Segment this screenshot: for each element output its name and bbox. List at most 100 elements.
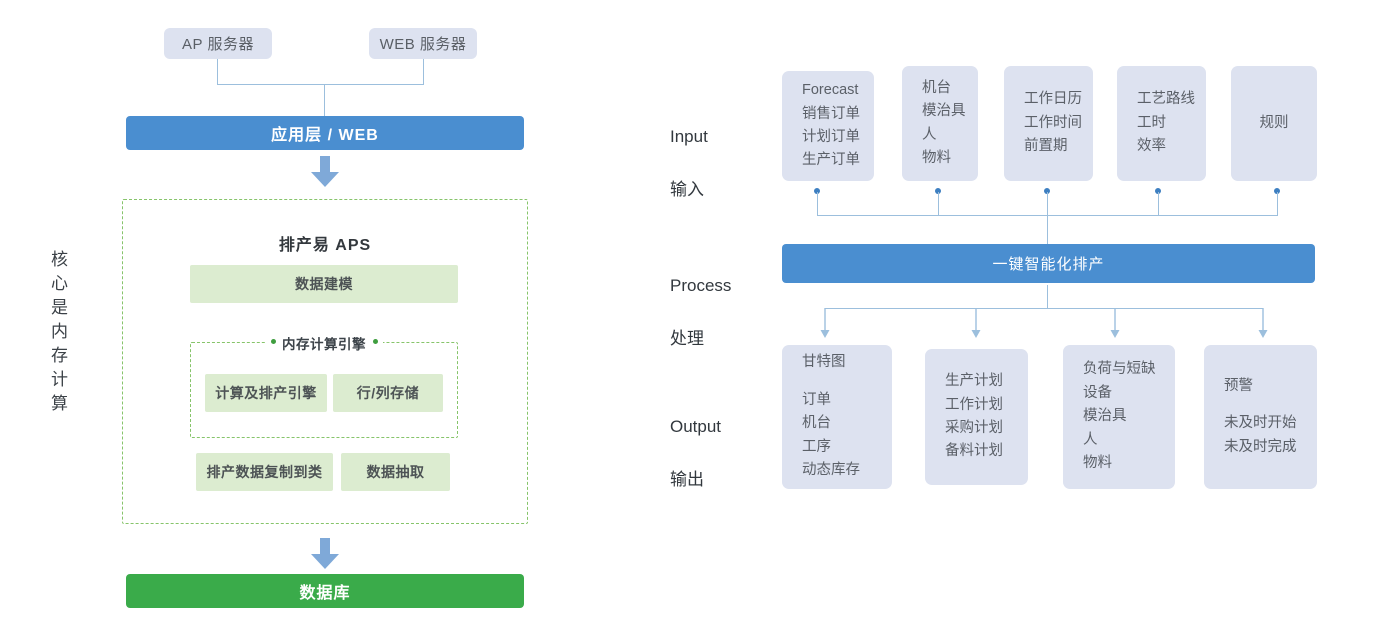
output-box-load-line-1: 设备 [1083,384,1112,401]
output-connector-bus [825,308,1263,309]
output-box-load[interactable]: 负荷与短缺 设备 模治具 人 物料 [1063,345,1175,489]
output-box-alerts-spacer [1224,398,1317,412]
output-arrow-2 [970,308,982,340]
input-connector-dot-5 [1274,188,1280,194]
database-label: 数据库 [299,585,351,602]
input-box-routing-line-2: 效率 [1137,138,1166,155]
aps-box-replicate[interactable]: 排产数据复制到类 [196,453,333,491]
row-label-process-zh: 处理 [670,329,704,349]
output-box-load-line-4: 物料 [1083,455,1112,472]
input-box-calendar[interactable]: 工作日历 工作时间 前置期 [1004,66,1093,181]
memory-engine-title-mask [265,334,383,350]
process-bar[interactable]: 一键智能化排产 [782,244,1315,283]
row-label-output-zh: 输出 [670,470,704,490]
process-bar-label: 一键智能化排产 [992,256,1105,273]
memory-engine-title: 内存计算引擎 [282,337,366,352]
server-box-ap-label: AP 服务器 [182,36,254,53]
input-connector-dot-1 [814,188,820,194]
output-box-plans[interactable]: 生产计划 工作计划 采购计划 备料计划 [925,349,1028,485]
arrow-down-icon-to-aps [310,156,340,188]
left-vertical-caption: 核心是内存计算 [48,250,67,418]
row-label-output: Output 输出 [670,388,721,520]
connector-ap-vertical [217,59,218,84]
input-connector-dot-3 [1044,188,1050,194]
input-connector-dot-4 [1155,188,1161,194]
input-connector-dot-2 [935,188,941,194]
app-layer-bar[interactable]: 应用层 / WEB [126,116,524,150]
server-box-ap[interactable]: AP 服务器 [164,28,272,59]
input-box-resources-line-0: 机台 [922,79,951,96]
output-arrow-1 [819,308,831,340]
output-box-alerts-line-2: 未及时开始 [1224,415,1297,432]
input-box-orders-line-1: 销售订单 [802,105,860,122]
output-box-load-line-3: 人 [1083,431,1098,448]
server-box-web-label: WEB 服务器 [379,36,467,53]
input-box-resources-line-3: 物料 [922,149,951,166]
output-arrow-4 [1257,308,1269,340]
memory-engine-dot-left [271,339,276,344]
input-box-resources-line-1: 模治具 [922,103,966,120]
output-box-alerts-line-3: 未及时完成 [1224,438,1297,455]
output-box-plans-line-3: 备料计划 [945,443,1003,460]
output-box-plans-line-2: 采购计划 [945,420,1003,436]
input-box-calendar-line-2: 前置期 [1024,138,1068,155]
output-box-plans-line-0: 生产计划 [945,373,1003,390]
input-box-orders[interactable]: Forecast 销售订单 计划订单 生产订单 [782,71,874,181]
output-box-alerts-line-0: 预警 [1224,377,1253,394]
engine-box-storage[interactable]: 行/列存储 [333,374,443,412]
input-box-calendar-line-1: 工作时间 [1024,114,1082,131]
input-box-orders-line-2: 计划订单 [802,129,860,145]
aps-container [122,199,528,524]
aps-data-modeling-label: 数据建模 [295,276,353,292]
engine-box-compute-label: 计算及排产引擎 [215,385,317,401]
row-label-process-en: Process [670,276,732,296]
input-connector-bus [817,215,1278,216]
input-connector-stem-4 [1158,192,1159,216]
output-box-gantt-spacer [802,375,892,389]
output-box-load-line-2: 模治具 [1083,408,1127,425]
row-label-input: Input 输入 [670,98,708,230]
connector-web-vertical [423,59,424,84]
output-arrow-3 [1109,308,1121,340]
aps-box-extract-label: 数据抽取 [366,464,425,480]
input-box-routing-line-0: 工艺路线 [1137,91,1195,108]
input-box-calendar-line-0: 工作日历 [1024,91,1082,108]
connector-horizontal-bus [217,84,424,85]
input-box-routing[interactable]: 工艺路线 工时 效率 [1117,66,1206,181]
input-box-rules-line-0: 规则 [1259,114,1289,131]
output-box-gantt-line-5: 动态库存 [802,462,860,479]
engine-box-compute[interactable]: 计算及排产引擎 [205,374,327,412]
output-box-load-line-0: 负荷与短缺 [1083,361,1156,378]
input-box-orders-line-0: Forecast [802,82,859,99]
input-box-resources[interactable]: 机台 模治具 人 物料 [902,66,978,181]
output-connector-trunk [1047,285,1048,308]
input-box-orders-line-3: 生产订单 [802,152,860,169]
arrow-down-icon-to-database [310,538,340,570]
row-label-output-en: Output [670,417,722,437]
engine-box-storage-label: 行/列存储 [356,385,420,401]
input-connector-stem-3 [1047,192,1048,244]
input-connector-stem-2 [938,192,939,216]
row-label-input-zh: 输入 [670,180,704,200]
app-layer-label: 应用层 / WEB [271,127,379,144]
output-box-alerts[interactable]: 预警 未及时开始 未及时完成 [1204,345,1317,489]
output-box-gantt-line-2: 订单 [802,391,831,408]
input-box-resources-line-2: 人 [922,126,937,143]
aps-title: 排产易 APS [278,237,372,254]
database-bar[interactable]: 数据库 [126,574,524,608]
input-connector-stem-1 [817,192,818,216]
server-box-web[interactable]: WEB 服务器 [369,28,477,59]
row-label-input-en: Input [670,127,708,147]
aps-box-replicate-label: 排产数据复制到类 [206,464,323,480]
output-box-plans-line-1: 工作计划 [945,396,1003,413]
input-box-routing-line-1: 工时 [1137,114,1166,131]
output-box-gantt[interactable]: 甘特图 订单 机台 工序 动态库存 [782,345,892,489]
output-box-gantt-line-4: 工序 [802,438,831,455]
aps-data-modeling-box[interactable]: 数据建模 [190,265,458,303]
input-box-rules[interactable]: 规则 [1231,66,1317,181]
aps-box-extract[interactable]: 数据抽取 [341,453,450,491]
connector-bus-to-app-layer [324,84,325,116]
memory-engine-dot-right [373,339,378,344]
output-box-gantt-line-0: 甘特图 [802,354,846,371]
